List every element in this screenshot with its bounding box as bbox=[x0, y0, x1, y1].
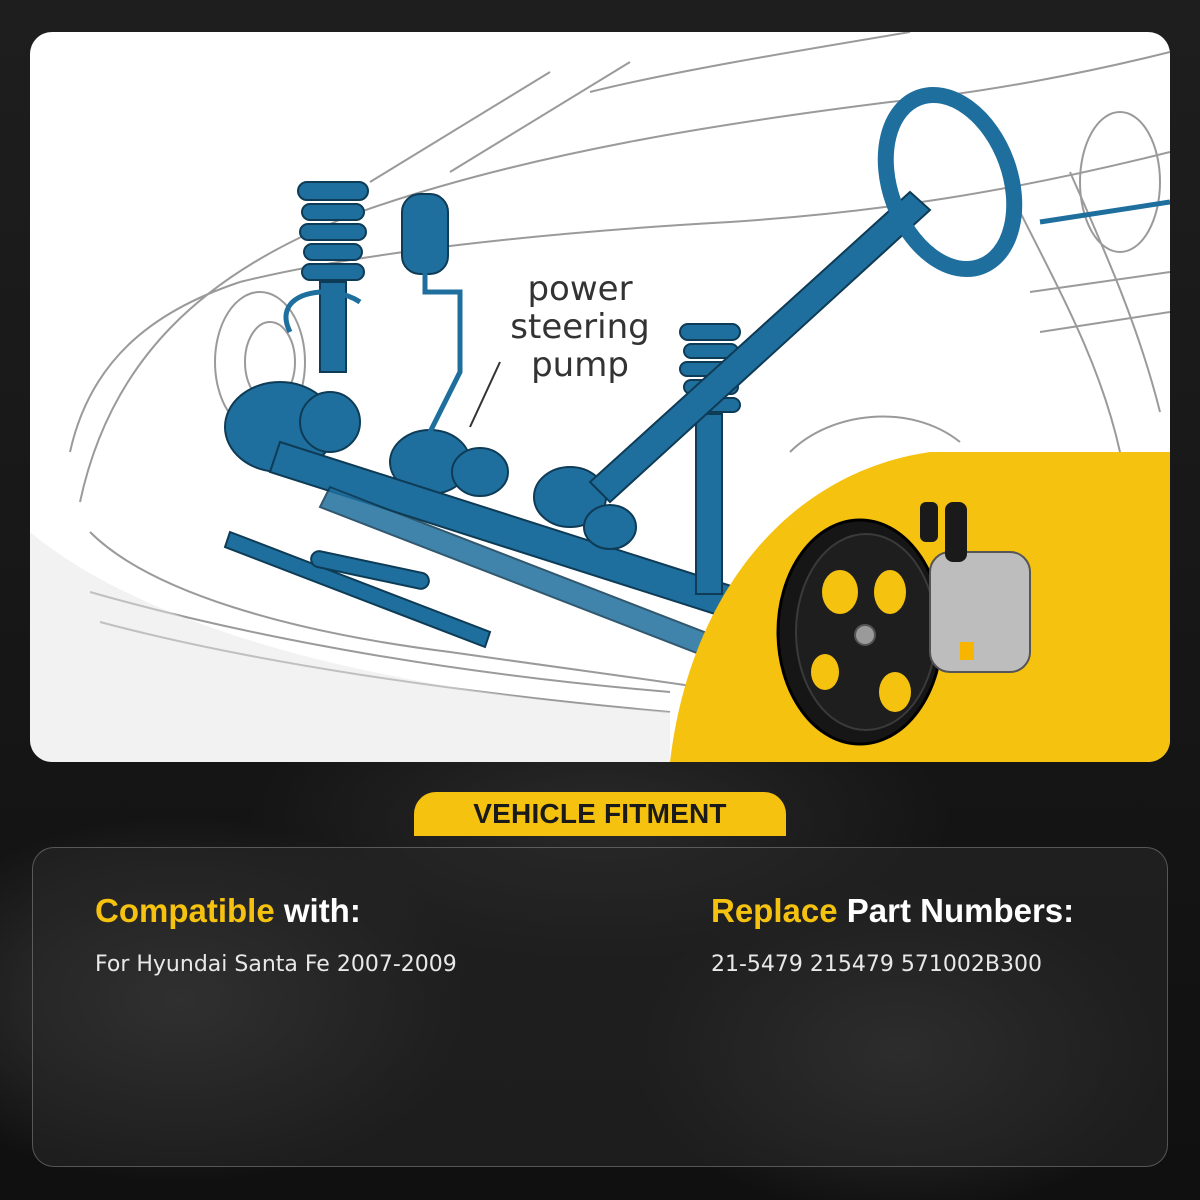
compatible-vehicle-text: For Hyundai Santa Fe 2007-2009 bbox=[95, 952, 457, 977]
car-steering-diagram bbox=[30, 32, 1170, 762]
replace-heading-accent: Replace bbox=[711, 892, 838, 929]
power-steering-pump-icon bbox=[776, 502, 1031, 746]
shadow bbox=[30, 532, 670, 762]
compatible-heading-accent: Compatible bbox=[95, 892, 275, 929]
vehicle-fitment-title: VEHICLE FITMENT bbox=[473, 798, 727, 829]
replace-section: Replace Part Numbers: 21-5479 215479 571… bbox=[711, 892, 1074, 977]
hoses bbox=[283, 199, 1170, 434]
label-line-2: steering bbox=[510, 307, 650, 347]
fitment-panel: Compatible with: For Hyundai Santa Fe 20… bbox=[32, 847, 1168, 1167]
compatible-heading-rest: with: bbox=[283, 892, 361, 929]
replace-heading-rest: Part Numbers: bbox=[846, 892, 1075, 929]
illustration-panel: power steering pump bbox=[30, 32, 1170, 762]
power-steering-pump-label: power steering pump bbox=[500, 270, 660, 384]
vehicle-fitment-banner: VEHICLE FITMENT bbox=[414, 792, 786, 836]
callout-line bbox=[469, 361, 501, 428]
steering-wheel-icon bbox=[877, 86, 1023, 278]
part-numbers-text: 21-5479 215479 571002B300 bbox=[711, 952, 1042, 977]
compatible-heading: Compatible with: bbox=[95, 892, 457, 930]
compatible-section: Compatible with: For Hyundai Santa Fe 20… bbox=[95, 892, 457, 977]
label-line-1: power bbox=[527, 269, 633, 309]
replace-heading: Replace Part Numbers: bbox=[711, 892, 1074, 930]
steering-system bbox=[223, 181, 932, 664]
label-line-3: pump bbox=[531, 345, 629, 385]
